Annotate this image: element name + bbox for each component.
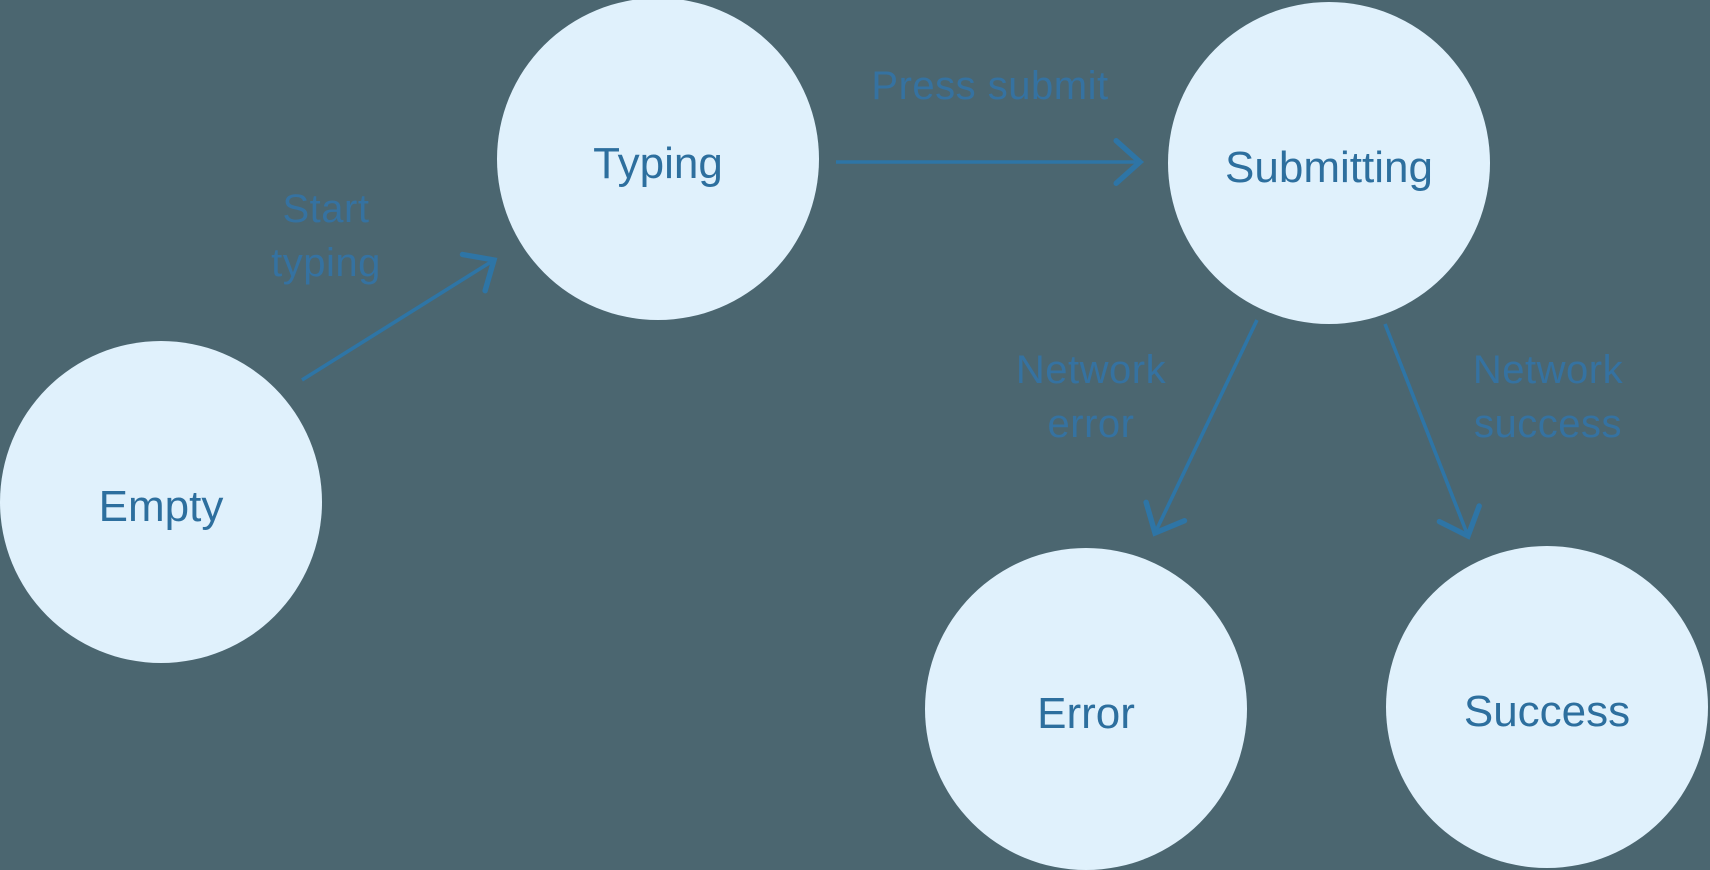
- state-node-typing: Typing: [497, 0, 819, 320]
- state-node-label: Empty: [98, 482, 224, 531]
- transition-arrow-press-submit: [836, 137, 1145, 187]
- state-node-empty: Empty: [0, 341, 322, 663]
- state-node-label: Typing: [593, 139, 723, 188]
- state-node-submitting: Submitting: [1168, 2, 1490, 324]
- arrowhead-icon: [1143, 499, 1188, 537]
- transition-label-start-typing: Start typing: [271, 187, 381, 285]
- transition-line: [301, 260, 492, 382]
- arrowhead-icon: [1113, 137, 1145, 187]
- arrowhead-icon: [459, 251, 498, 294]
- transition-label-network-success: Network success: [1472, 348, 1624, 446]
- transition-line: [1383, 323, 1469, 533]
- transition-label-press-submit: Press submit: [871, 64, 1109, 108]
- transition-arrow-start-typing: [301, 251, 498, 382]
- transition-label-network-error: Network error: [1015, 348, 1167, 446]
- state-node-success: Success: [1386, 546, 1708, 868]
- transition-arrow-network-error: [1143, 319, 1259, 537]
- transition-arrow-network-success: [1383, 323, 1482, 540]
- state-node-label: Submitting: [1225, 143, 1433, 192]
- state-node-error: Error: [925, 548, 1247, 870]
- state-node-label: Success: [1463, 687, 1631, 736]
- state-node-label: Error: [1037, 689, 1135, 738]
- arrowhead-icon: [1436, 503, 1482, 540]
- transition-line: [1155, 319, 1259, 531]
